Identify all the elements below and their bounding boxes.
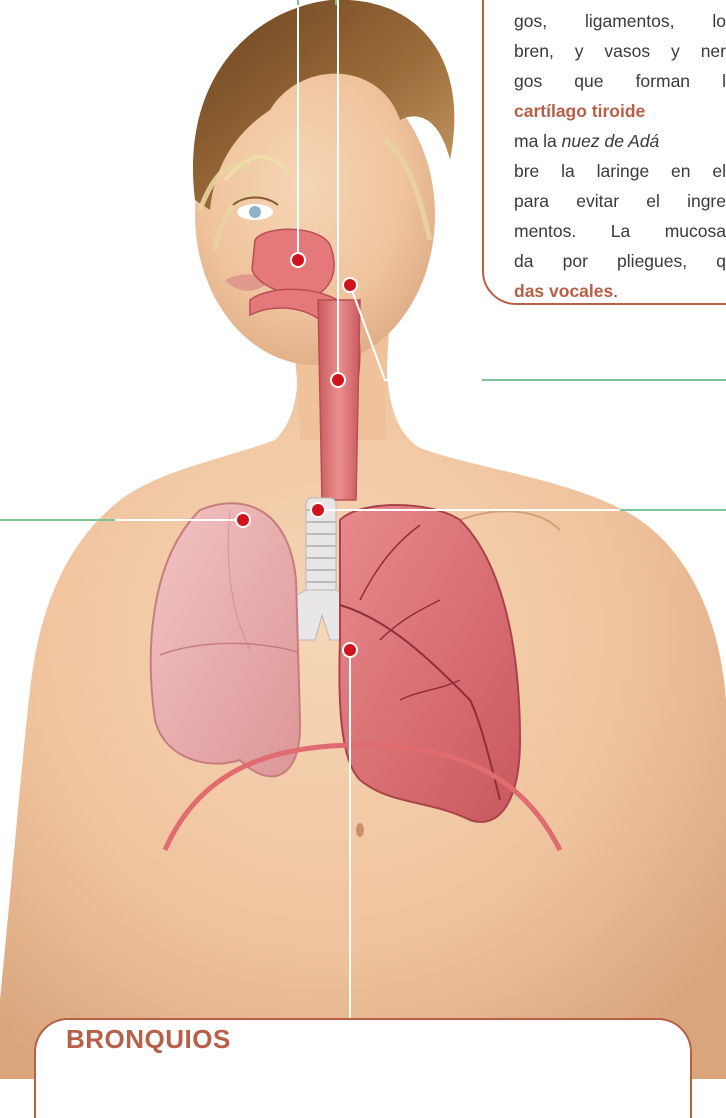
- text-fragment: .: [613, 281, 618, 301]
- term-adams-apple: nuez de Adá: [562, 131, 660, 151]
- text-line: mentos. La mucosa: [514, 216, 726, 246]
- marker-dot-icon: [291, 253, 305, 267]
- marker-dot-icon: [343, 643, 357, 657]
- term-thyroid-cartilage: cartílago tiroide: [514, 101, 645, 121]
- marker-dot-icon: [343, 278, 357, 292]
- text-line: da por pliegues, q: [514, 246, 726, 276]
- text-fragment: ma la: [514, 131, 562, 151]
- text-line: gos, ligamentos, lo: [514, 6, 726, 36]
- larynx-callout-text: gos, ligamentos, lo bren, y vasos y ner …: [514, 6, 726, 306]
- text-line: gos que forman l: [514, 66, 726, 96]
- text-line: bren, y vasos y ner: [514, 36, 726, 66]
- text-line: para evitar el ingre: [514, 186, 726, 216]
- text-line: das vocales.: [514, 276, 726, 306]
- text-line: bre la laringe en el: [514, 156, 726, 186]
- text-line: cartílago tiroide: [514, 96, 726, 126]
- marker-dot-icon: [331, 373, 345, 387]
- marker-dot-icon: [236, 513, 250, 527]
- marker-dot-icon: [311, 503, 325, 517]
- text-line: ma la nuez de Adá: [514, 126, 726, 156]
- term-vocal-cords: das vocales: [514, 281, 613, 301]
- bronchi-title: BRONQUIOS: [66, 1024, 231, 1055]
